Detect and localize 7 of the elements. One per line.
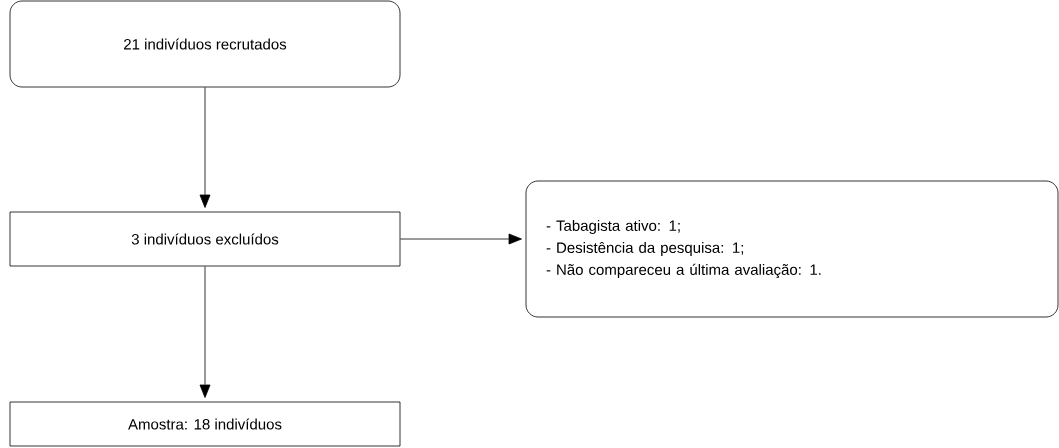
note-box: - Tabagista ativo: 1; - Desistência da pesquisa: 1; - Não compareceu a última avaliação: 1. (525, 180, 1059, 318)
arrow (199, 87, 211, 208)
process-box: 3 indivíduos excluídos (9, 211, 401, 267)
rounded-box: 21 indivíduos recrutados (9, 0, 401, 88)
arrow (400, 233, 522, 245)
process-box: Amostra: 18 indivíduos (9, 401, 401, 447)
arrow (199, 266, 211, 398)
